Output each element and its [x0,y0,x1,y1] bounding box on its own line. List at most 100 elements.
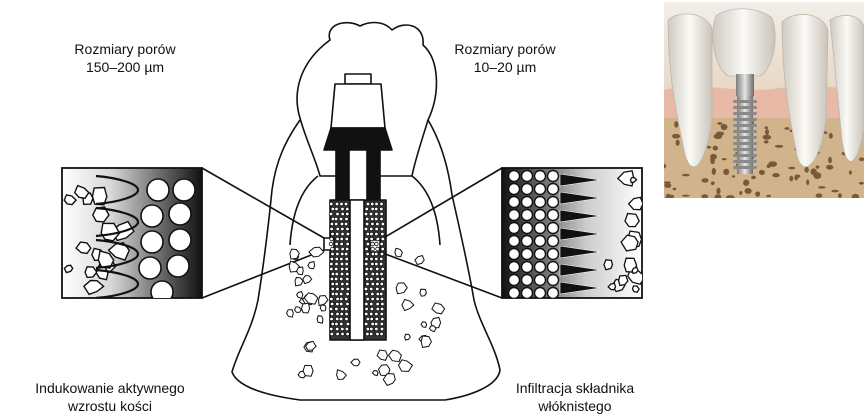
implant-pore [330,297,334,301]
bone-pore [755,191,760,197]
bone-particle [317,316,323,323]
implant-pore [365,222,369,226]
implant-pore [370,257,374,261]
implant-pore [340,312,344,316]
implant-pore [345,317,349,321]
implant-pore [330,227,334,231]
bone-pore [763,135,772,140]
implant-pore [340,327,344,331]
bone-pore [765,126,769,129]
screw-thread [733,106,757,109]
bone-pore [767,164,771,168]
implant-pore [369,212,373,216]
implant-pore [375,262,379,266]
large-pore [169,229,191,251]
implant-pore [344,252,348,256]
small-pore [509,184,520,195]
implant-pore [336,237,340,241]
bone-pore [810,168,816,175]
bone-particle [399,360,413,372]
implant-pore [365,217,369,221]
implant-pore [369,287,373,291]
implant-pore [364,212,368,216]
bone-pore [682,195,690,197]
implant-pore [344,202,348,206]
small-pore [509,288,520,299]
implant-pore [380,322,384,326]
bone-particle [389,350,402,361]
implant-pore [366,252,370,256]
small-pore [509,262,520,273]
implant-pore [344,222,348,226]
implant-pore [364,312,368,316]
small-pore [548,210,559,221]
implant-pore [334,277,338,281]
implant-pore [381,277,385,281]
bone-particle [421,322,427,327]
bone-pore [838,193,842,198]
implant-pore [380,312,384,316]
bone-particle [429,326,436,332]
bone-particle [420,289,427,296]
implant-pore [331,207,335,211]
implant-pore [381,237,385,241]
implant-pore [339,322,343,326]
implant-pore [365,302,369,306]
bone-particle [415,256,424,265]
implant-pore [330,267,334,271]
implant-pore [336,227,340,231]
implant-pore [335,292,339,296]
small-pore [535,171,546,182]
bone-particle [297,292,303,299]
implant-pore [331,287,335,291]
bone-pore [722,158,727,160]
implant-pore [371,242,375,246]
implant-pore [345,207,349,211]
bone-particle [295,277,303,285]
implant-pore [374,322,378,326]
bone-pore [676,140,680,146]
bone-pore [743,180,749,186]
implant-pore [371,292,375,296]
implant-pore [371,322,375,326]
large-pore [139,257,161,279]
small-pore [548,236,559,247]
bone-pore [751,176,756,180]
implant-pore [365,207,369,211]
implant-pore [339,217,343,221]
implant-pore [366,332,370,336]
small-pore [535,210,546,221]
implant-pore [336,302,340,306]
bone-particle [302,303,310,313]
bone-particle [405,334,411,340]
screw-thread [733,136,757,139]
implant-pore [345,277,349,281]
bone-particle [396,283,407,294]
small-pore [548,223,559,234]
bone-pore [765,129,769,135]
implant-render-image [662,2,864,200]
implant-pore [345,282,349,286]
implant-pore [331,252,335,256]
small-pore [535,262,546,273]
implant-pore [345,327,349,331]
bone-pore [662,164,666,168]
small-pore [548,171,559,182]
implant-pore [376,282,380,286]
implant-pore [364,227,368,231]
implant-pore [331,232,335,236]
bone-particle [297,267,304,275]
small-pore [535,288,546,299]
bone-fragment [633,286,640,292]
implant-pore [369,267,373,271]
implant-pore [379,292,383,296]
implant-pore [371,297,375,301]
implant-pore [366,297,370,301]
bone-pore [818,186,826,188]
bone-pore [672,134,680,139]
implant-pore [366,202,370,206]
bone-pore [717,122,722,125]
render-abutment [736,74,754,96]
implant-pore [335,322,339,326]
